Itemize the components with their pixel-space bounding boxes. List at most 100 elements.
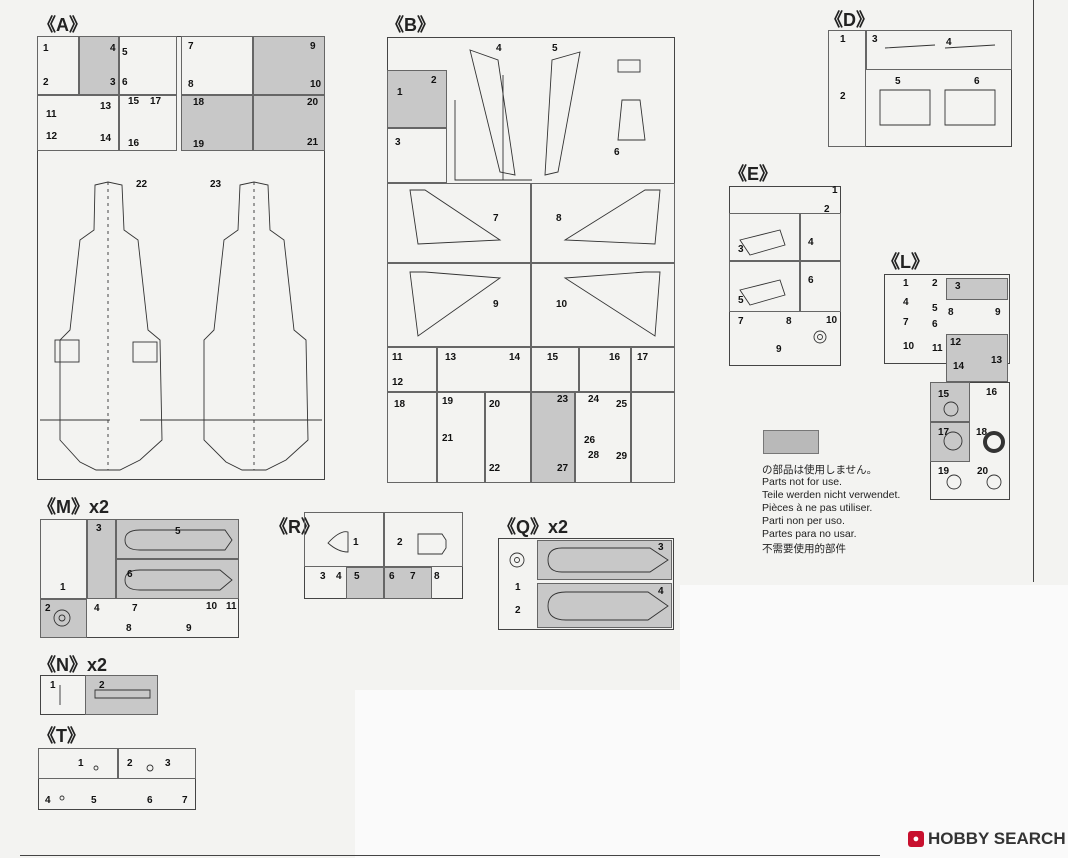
part-number: 6 [127,569,133,580]
part-number: 2 [932,278,938,289]
sprue-title-m: 《M》x2 [38,497,110,517]
part-cell-unused [40,599,87,638]
part-number: 1 [43,43,49,54]
part-number: 2 [824,204,830,215]
part-number: 8 [556,213,562,224]
sprue-title-l: 《L》 [882,252,929,272]
part-number: 2 [99,680,105,691]
part-number: 9 [186,623,192,634]
part-number: 16 [986,387,998,398]
part-cell [119,36,177,95]
part-cell [575,392,631,483]
part-number: 1 [353,537,359,548]
sprue-title-b: 《B》 [386,15,435,35]
part-number: 2 [840,91,846,102]
part-cell [387,392,437,483]
sprue-title-n: 《N》x2 [38,655,108,675]
part-number: 6 [974,76,980,87]
page-border [1033,0,1034,582]
part-cell-unused [253,95,325,151]
part-number: 13 [100,101,112,112]
part-cell-unused [116,559,239,599]
part-number: 19 [193,139,205,150]
part-number: 9 [310,41,316,52]
part-number: 4 [658,586,664,597]
part-number: 1 [840,34,846,45]
part-number: 8 [786,316,792,327]
part-number: 20 [977,466,989,477]
part-number: 2 [45,603,51,614]
part-number: 12 [950,337,962,348]
part-cell-unused [79,36,119,95]
part-number: 11 [392,352,403,363]
part-number: 5 [122,47,128,58]
part-number: 3 [738,244,744,255]
part-number: 4 [110,43,116,54]
part-cell [437,392,485,483]
part-number: 16 [609,352,621,363]
part-cell [800,213,841,261]
unused-color-swatch [763,430,819,454]
part-number: 1 [78,758,84,769]
part-number: 7 [132,603,138,614]
part-number: 28 [588,450,600,461]
part-number: 21 [442,433,454,444]
part-number: 4 [94,603,100,614]
hobby-search-watermark: ●HOBBY SEARCH [908,829,1066,849]
part-cell [38,748,118,779]
sprue-title-e: 《E》 [729,164,778,184]
part-number: 2 [397,537,403,548]
part-number: 20 [489,399,501,410]
part-cell-unused [531,392,575,483]
part-number: 17 [150,96,162,107]
part-number: 15 [547,352,559,363]
part-number: 20 [307,97,319,108]
part-cell [387,128,447,183]
part-cell-unused [85,675,158,715]
part-number: 3 [395,137,401,148]
part-cell [531,347,579,392]
part-number: 2 [43,77,49,88]
part-number: 3 [110,77,116,88]
part-cell-unused [387,70,447,128]
sprue-title-d: 《D》 [825,10,874,30]
part-number: 1 [60,582,66,593]
part-number: 3 [96,523,102,534]
part-cell [729,261,800,312]
part-cell-unused [253,36,325,95]
part-number: 18 [976,427,988,438]
watermark-text: HOBBY SEARCH [928,829,1066,848]
part-number: 22 [136,179,148,190]
part-number: 26 [584,435,596,446]
legend-line: 不需要使用的部件 [762,543,846,555]
part-number: 18 [193,97,205,108]
part-cell-unused [346,567,384,599]
part-cell [387,183,531,263]
part-number: 18 [394,399,406,410]
part-number: 15 [938,389,950,400]
part-number: 27 [557,463,569,474]
part-cell-unused [116,519,239,559]
part-number: 29 [616,451,628,462]
part-number: 1 [903,278,909,289]
part-number: 6 [147,795,153,806]
part-cell [40,519,87,599]
part-cell [118,748,196,779]
part-number: 10 [310,79,322,90]
part-number: 16 [128,138,140,149]
part-number: 8 [434,571,440,582]
part-cell [304,512,384,567]
part-number: 4 [496,43,502,54]
sprue-q [498,538,674,630]
part-number: 5 [895,76,901,87]
part-number: 8 [126,623,132,634]
part-number: 2 [127,758,133,769]
part-number: 24 [588,394,600,405]
part-number: 22 [489,463,501,474]
part-number: 5 [175,526,181,537]
part-cell [866,30,1012,70]
legend-line: Parts not for use. [762,476,842,488]
part-number: 7 [410,571,416,582]
part-cell-unused [537,540,672,580]
part-number: 7 [903,317,909,328]
